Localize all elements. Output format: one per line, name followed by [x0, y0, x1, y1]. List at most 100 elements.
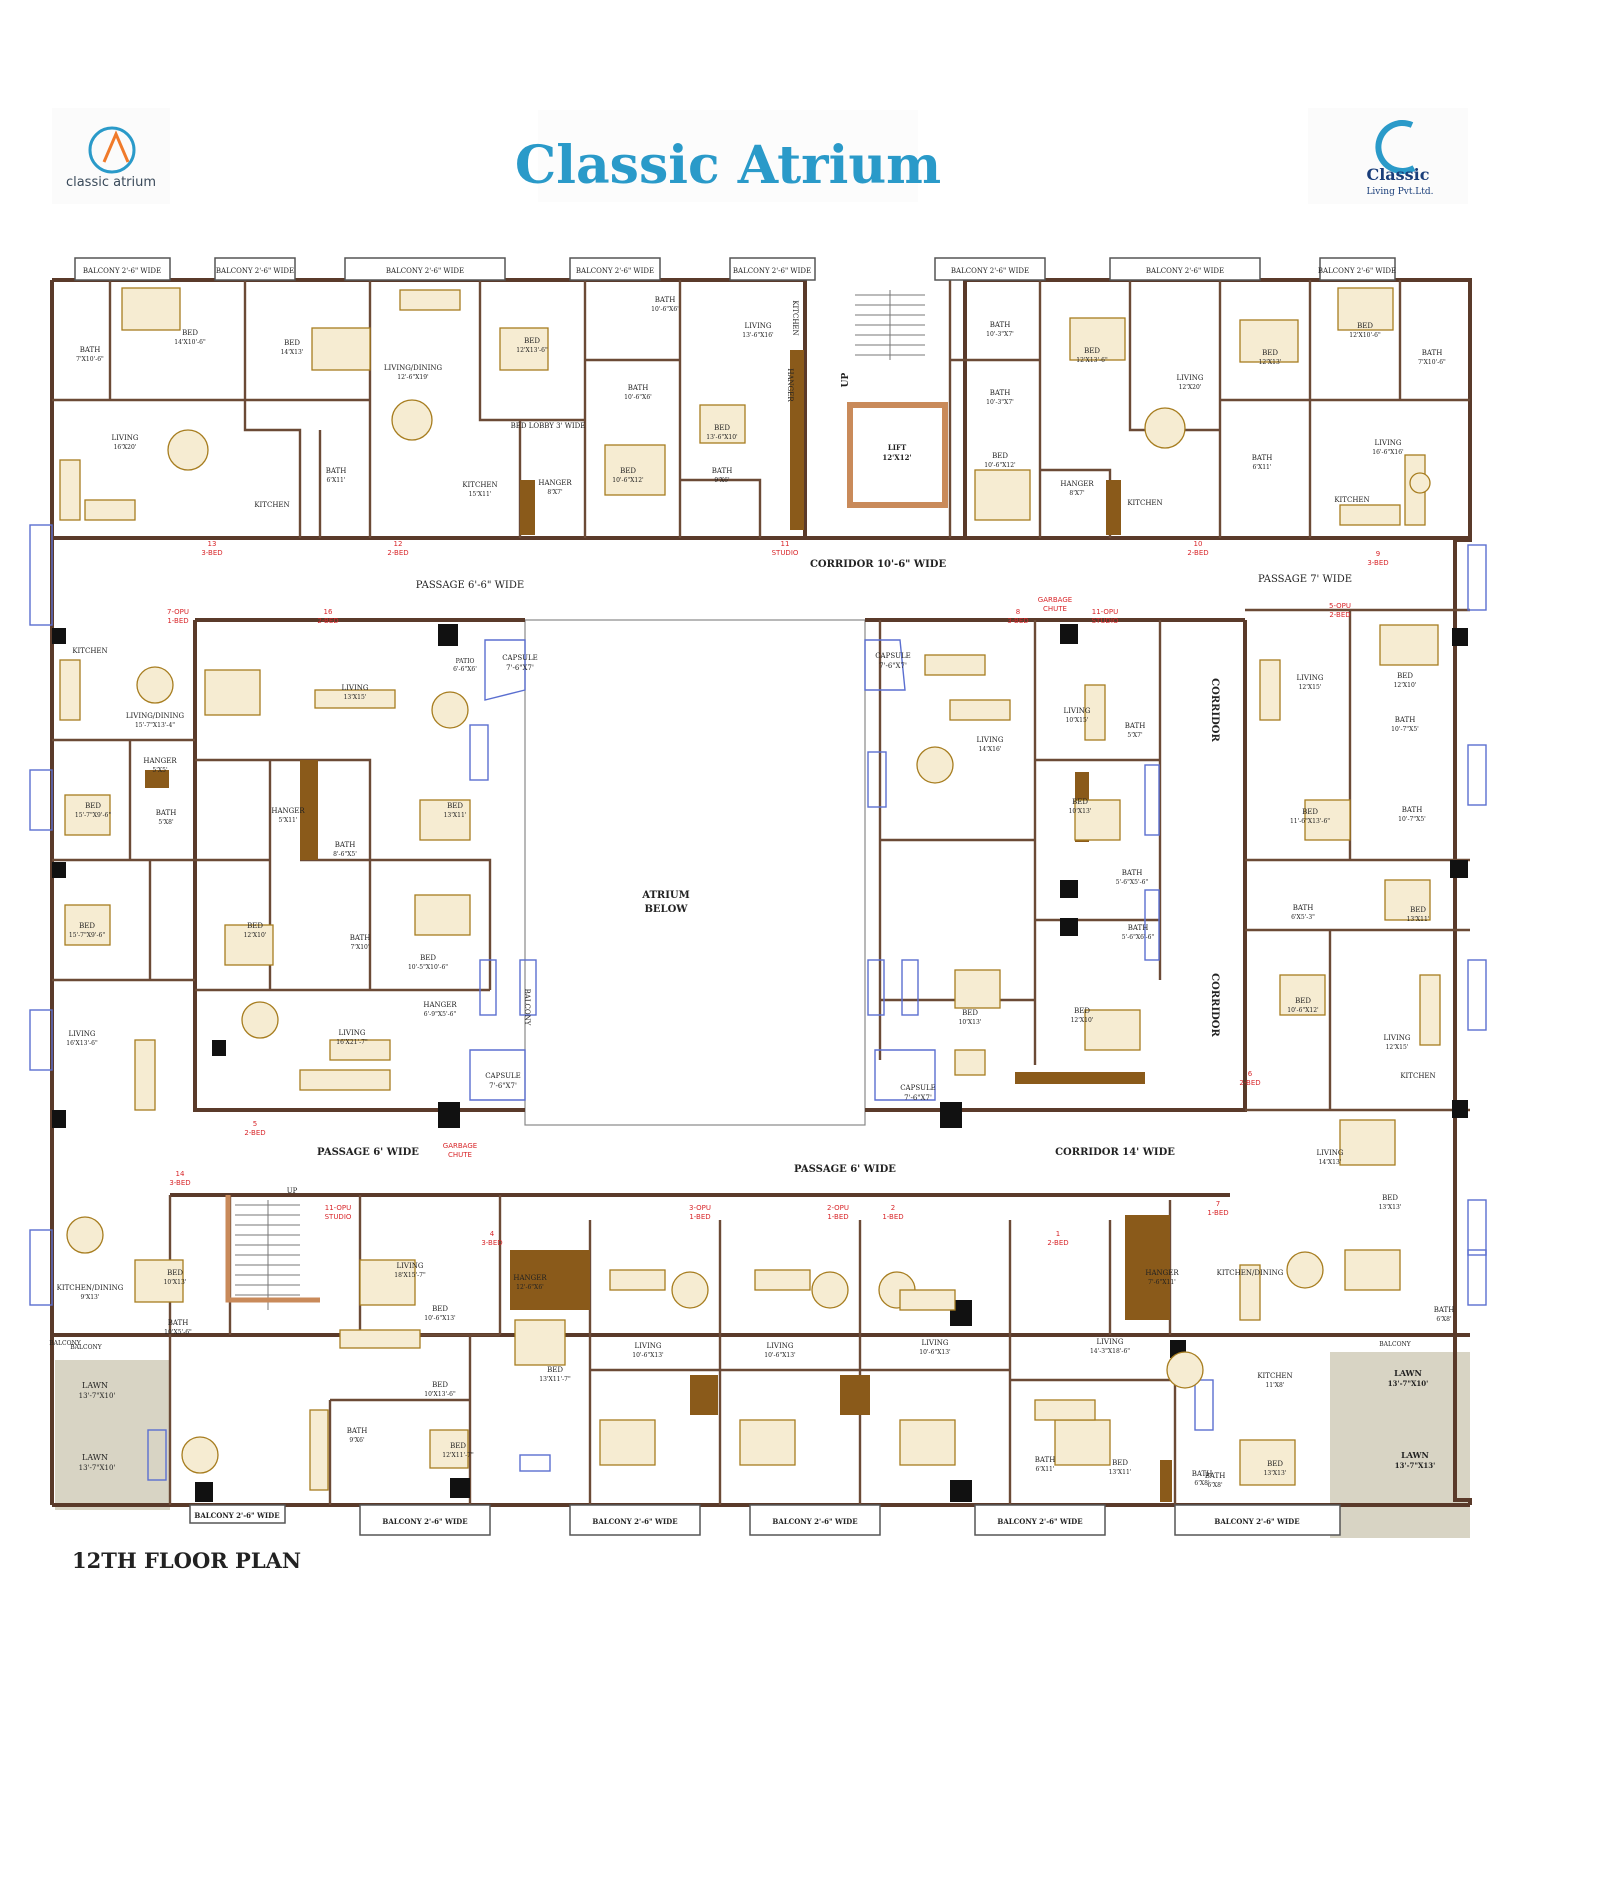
- room-r70-name: LIVING: [1317, 1149, 1344, 1157]
- room-r75-size: 10'X5'-6": [164, 1329, 192, 1336]
- lift-label: LIFT: [888, 443, 907, 452]
- room-r17-name: BATH: [712, 467, 733, 475]
- room-r46-name: HANGER: [423, 1001, 457, 1009]
- top-balcony-label-2: BALCONY 2'-6" WIDE: [386, 267, 464, 275]
- atrium-label-2: BELOW: [644, 904, 688, 915]
- room-r27-name: BED: [1262, 349, 1278, 357]
- top-stairs: [855, 290, 925, 360]
- room-r79-name: HANGER: [513, 1274, 547, 1282]
- garbage-chute-bottom-2: CHUTE: [448, 1151, 472, 1159]
- left-logo-box: [52, 108, 170, 204]
- room-r46-size: 6'-9"X5'-6": [424, 1011, 457, 1018]
- bottom-balconies: [189, 1504, 1341, 1536]
- plan-title: 12TH FLOOR PLAN: [72, 1548, 301, 1573]
- room-r53-name: BATH: [1125, 722, 1146, 730]
- room-r43-size: 12'X10': [244, 932, 267, 939]
- room-r25-name: BED: [1084, 347, 1100, 355]
- room-r34-size: 15'-7"X13'-4": [135, 722, 175, 729]
- room-r21-name: BATH: [990, 389, 1011, 397]
- unit-tag-type-15: 1-BED: [689, 1213, 710, 1221]
- unit-tag-number-3: 10: [1194, 540, 1203, 548]
- room-r92-size: 9'X6': [349, 1437, 365, 1444]
- room-r56-size: 5'-6"X6'-6": [1122, 934, 1155, 941]
- room-r67-size: 12'X15': [1386, 1044, 1409, 1051]
- lawn-3: LAWN: [1394, 1368, 1422, 1378]
- room-r6-name: BATH: [326, 467, 347, 475]
- room-r3-name: BED: [284, 339, 300, 347]
- room-r85-size: 14'-3"X18'-6": [1090, 1348, 1130, 1355]
- room-r30-size: 16'-6"X16': [1372, 449, 1404, 456]
- top-balcony-label-6: BALCONY 2'-6" WIDE: [1146, 267, 1224, 275]
- room-r86-name: KITCHEN: [1257, 1372, 1292, 1380]
- glass-elements: [29, 524, 1487, 1481]
- room-r13-size: 10'-6"X6': [624, 394, 652, 401]
- room-r41-name: BATH: [335, 841, 356, 849]
- room-r56-name: BATH: [1128, 924, 1149, 932]
- room-r51-name: LIVING: [977, 736, 1004, 744]
- top-balcony-label-5: BALCONY 2'-6" WIDE: [951, 267, 1029, 275]
- room-r74-name: BED: [167, 1269, 183, 1277]
- room-r77-size: 10'-6"X13': [424, 1315, 456, 1322]
- room-r72-size: 6'X8': [1436, 1316, 1452, 1323]
- room-r52-name: LIVING: [1064, 707, 1091, 715]
- room-r27-size: 12'X13': [1259, 359, 1282, 366]
- unit-tag-number-6: 16: [324, 608, 333, 616]
- room-r10-name: KITCHEN: [462, 481, 497, 489]
- unit-tag-type-5: 1-BED: [167, 617, 188, 625]
- room-r25-size: 12'X13'-6": [1076, 357, 1108, 364]
- unit-tag-type-12: 3-BED: [169, 1179, 190, 1187]
- room-r59-size: 12'X15': [1299, 684, 1322, 691]
- room-r35-name: HANGER: [143, 757, 177, 765]
- right-logo-box: [1308, 108, 1468, 204]
- unit-tag-number-7: 8: [1016, 608, 1020, 616]
- lawn-3-size: 13'-7"X10': [1388, 1379, 1429, 1388]
- room-r95-name: BATH: [1205, 1472, 1226, 1480]
- unit-tag-number-2: 11: [781, 540, 790, 548]
- room-r63-size: 10'-7"X5': [1398, 816, 1426, 823]
- capsule-br-size: 7'-6"X7': [904, 1094, 932, 1102]
- unit-tag-number-13: 11-OPU: [325, 1204, 351, 1212]
- room-r91-name: BED: [450, 1442, 466, 1450]
- lawn-4-size: 13'-7"X13': [1395, 1461, 1436, 1470]
- room-r14-size: 10'-6"X12': [612, 477, 644, 484]
- room-r36-size: 5'X8': [158, 819, 174, 826]
- corridor-bottom-right-label: CORRIDOR 14' WIDE: [1055, 1147, 1175, 1158]
- room-r8-name: BED: [524, 337, 540, 345]
- room-r23-name: HANGER: [1060, 480, 1094, 488]
- room-r40-size: 5'X11': [278, 817, 297, 824]
- bottom-balcony-label-0: BALCONY 2'-6" WIDE: [194, 1511, 279, 1520]
- unit-tag-number-1: 12: [394, 540, 403, 548]
- lawn-1-size: 13'-7"X10': [79, 1392, 116, 1400]
- hatched-areas: [145, 350, 1172, 1502]
- unit-tag-number-0: 13: [208, 540, 217, 548]
- room-r40-name: HANGER: [271, 807, 305, 815]
- unit-tag-type-7: 3-BED: [1007, 617, 1028, 625]
- room-r57-size: 12'X10': [1071, 1017, 1094, 1024]
- room-r11-name: HANGER: [538, 479, 572, 487]
- room-r71-name: KITCHEN/DINING: [1217, 1269, 1284, 1277]
- room-r74-size: 10'X13': [164, 1279, 187, 1286]
- room-r49-name: BALCONY: [49, 1340, 81, 1347]
- room-r37-size: 15'-7"X9'-6": [75, 812, 111, 819]
- bottom-balcony-label-3: BALCONY 2'-6" WIDE: [772, 1517, 857, 1526]
- room-r14-name: BED: [620, 467, 636, 475]
- title-box: [538, 110, 918, 202]
- room-r50-name: BALCONY: [523, 989, 531, 1026]
- capsule-bl-size: 7'-6"X7': [489, 1082, 517, 1090]
- lawn-2-size: 13'-7"X10': [79, 1464, 116, 1472]
- room-r43-name: BED: [247, 922, 263, 930]
- room-r65-name: BED: [1410, 906, 1426, 914]
- corridor-right-label-2: CORRIDOR: [1209, 973, 1220, 1037]
- unit-tag-type-6: 2-BED: [317, 617, 338, 625]
- room-r5-name: KITCHEN: [254, 501, 289, 509]
- unit-tag-number-19: 7: [1216, 1200, 1220, 1208]
- room-r83-size: 10'-6"X13': [919, 1349, 951, 1356]
- capsule-tr: CAPSULE: [875, 652, 911, 660]
- room-r30-name: LIVING: [1375, 439, 1402, 447]
- room-r28-size: 7'X10'-6": [1418, 359, 1446, 366]
- room-r6-size: 6'X11': [326, 477, 345, 484]
- room-r42-size: 13'X11': [444, 812, 467, 819]
- unit-tag-number-9: 5-OPU: [1329, 602, 1351, 610]
- room-r51-size: 14'X16': [979, 746, 1002, 753]
- unit-tag-number-5: 7-OPU: [167, 608, 189, 616]
